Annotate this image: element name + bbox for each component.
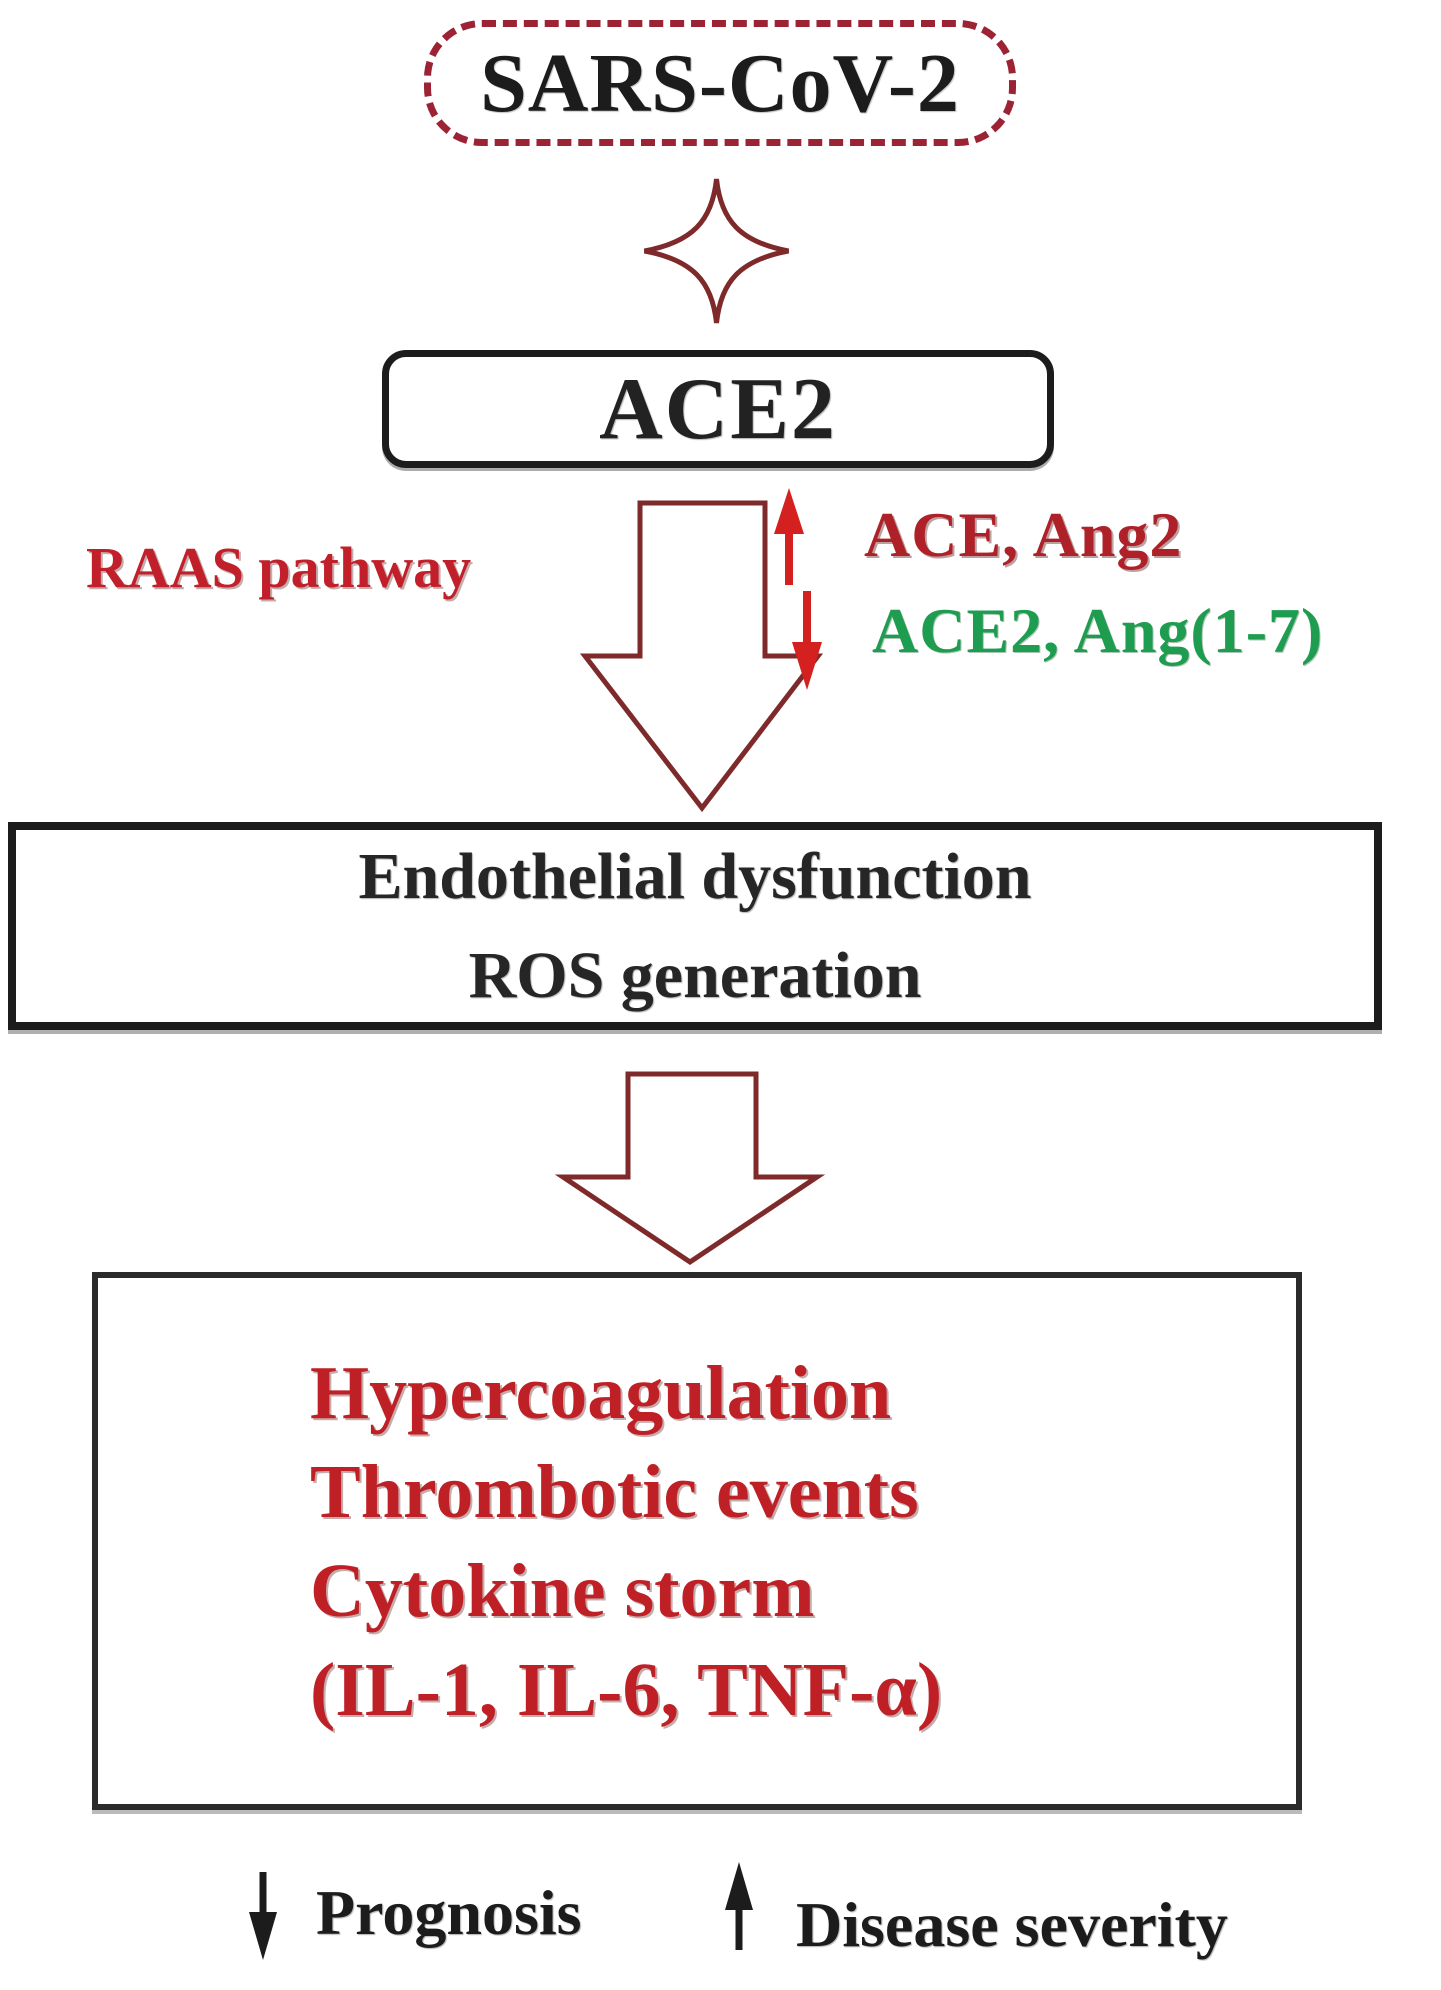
block-arrow-down-icon (579, 500, 824, 813)
ros-line: ROS generation (468, 939, 922, 1012)
sars-cov-2-node: SARS-CoV-2 (424, 20, 1016, 146)
thrombotic-line: Thrombotic events (310, 1450, 919, 1534)
disease-severity-label: Disease severity (796, 1889, 1228, 1960)
ace2-label: ACE2 (599, 360, 837, 458)
ace2-node: ACE2 (382, 350, 1054, 468)
down-arrow-icon (792, 591, 822, 690)
prognosis-label: Prognosis (316, 1877, 582, 1948)
ace2-ang17-label: ACE2, Ang(1-7) (872, 595, 1324, 666)
down-arrow-icon (249, 1872, 277, 1960)
raas-pathway-label: RAAS pathway (86, 535, 472, 600)
outcome-text-block: Hypercoagulation Thrombotic events Cytok… (310, 1344, 942, 1740)
hypercoagulation-line: Hypercoagulation (310, 1351, 892, 1435)
interleukin-line: (IL-1, IL-6, TNF-α) (310, 1648, 943, 1732)
endothelial-line: Endothelial dysfunction (358, 840, 1032, 913)
four-point-star-icon (640, 176, 793, 326)
sars-cov-2-label: SARS-CoV-2 (480, 36, 960, 130)
up-arrow-icon (725, 1862, 753, 1950)
up-arrow-icon (774, 488, 804, 585)
endothelial-node: Endothelial dysfunction ROS generation (8, 822, 1382, 1030)
block-arrow-down-icon (554, 1071, 826, 1266)
outcome-node: Hypercoagulation Thrombotic events Cytok… (92, 1272, 1302, 1810)
cytokine-line: Cytokine storm (310, 1549, 815, 1633)
ace-ang2-label: ACE, Ang2 (864, 499, 1183, 570)
